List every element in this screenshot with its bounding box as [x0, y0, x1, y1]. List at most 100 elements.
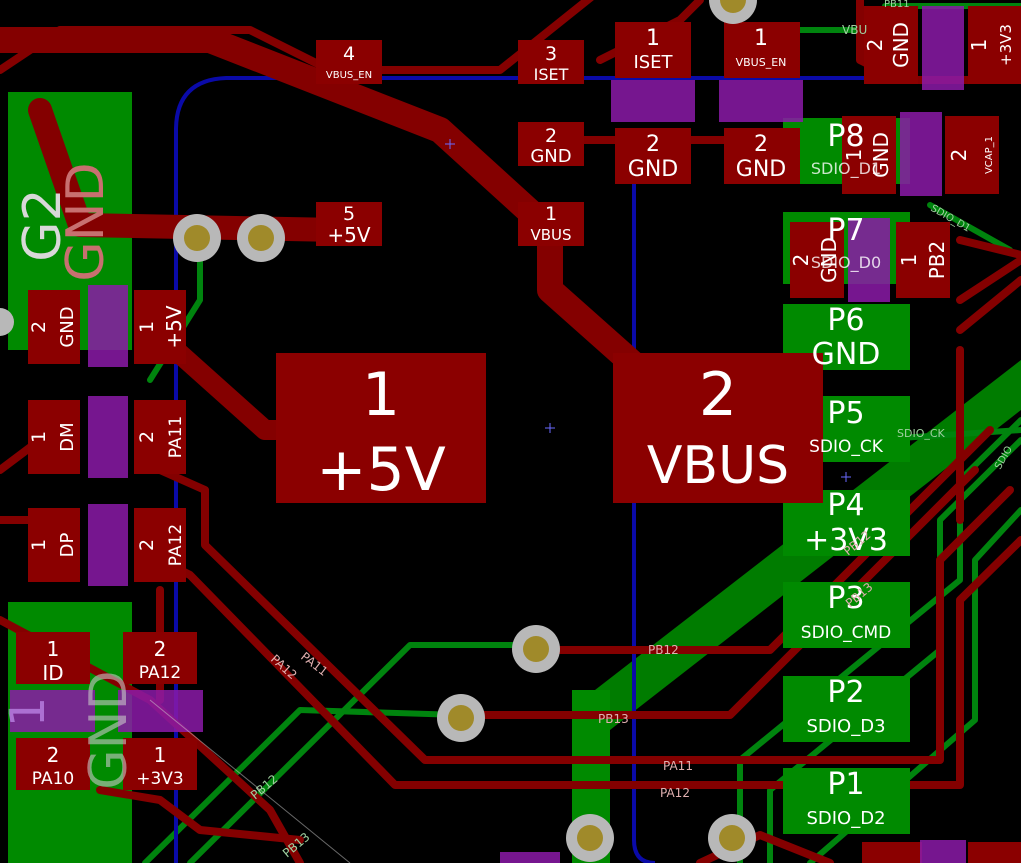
pad-big-vbus[interactable] [613, 353, 823, 503]
pad-num: 1 [28, 539, 50, 551]
connector-label-g2: G2 [13, 188, 73, 261]
overlay-bottom-2 [118, 690, 203, 732]
back-track-sdio-d1 [927, 202, 1013, 253]
sd-pad-p2[interactable] [783, 676, 910, 742]
pad-gnd-b[interactable] [615, 128, 691, 184]
pad-vcap-gnd[interactable] [842, 116, 896, 194]
track-pb12 [526, 426, 994, 654]
via[interactable] [709, 0, 757, 24]
pad-pb2[interactable] [896, 222, 950, 298]
track-label: SDIO_CK [897, 427, 946, 440]
sd-pad-net: SDIO_D0 [811, 253, 881, 273]
pad-vcap[interactable] [945, 116, 999, 194]
pad-gnd-c[interactable] [724, 128, 800, 184]
sd-pad-net: +3V3 [804, 523, 888, 558]
pad-plus5v-small[interactable] [316, 202, 382, 246]
sd-pad-num: P8 [827, 119, 864, 154]
pad-top-gnd[interactable] [864, 6, 918, 84]
via[interactable] [0, 308, 14, 336]
pad-iset[interactable] [518, 40, 584, 84]
pad-big-5v[interactable] [276, 353, 486, 503]
track-3v3-bottom [96, 786, 304, 844]
pad-vbus-en-1[interactable] [724, 22, 800, 78]
sd-pad-net: GND [812, 337, 881, 372]
pad-iset-1[interactable] [615, 22, 691, 78]
pad-net: +5V [316, 435, 446, 505]
overlay-iset [611, 80, 695, 122]
sd-pad-net: SDIO_CK [809, 437, 884, 457]
pad-net: GND [869, 132, 893, 178]
pad-net: PA10 [32, 769, 74, 789]
pad-pa10[interactable] [16, 738, 90, 790]
pad-num: 1 [136, 321, 158, 333]
pad-net: DM [57, 422, 78, 451]
anchor-markers [445, 139, 851, 482]
pad-gnd-a[interactable] [518, 122, 584, 166]
pad-net: PA12 [166, 524, 186, 566]
pad-left-dm[interactable] [28, 400, 80, 474]
pad-left-dp[interactable] [28, 508, 80, 582]
track-label: PA11 [663, 759, 693, 773]
pad-num: 1 [47, 637, 60, 661]
back-track-pb12 [187, 642, 533, 863]
anchor-cross [445, 139, 455, 149]
back-track-pb13 [142, 707, 463, 863]
pad-num: 2 [754, 132, 768, 157]
pad-left-pa11[interactable] [134, 400, 186, 474]
pad-id[interactable] [16, 632, 90, 684]
track-label: VBU [842, 23, 867, 37]
pad-num: 1 [646, 26, 660, 51]
overlay-vbus-en [719, 80, 803, 122]
pad-vbus-en-small[interactable] [316, 40, 382, 84]
sd-pad-p3[interactable] [783, 582, 910, 648]
pad-num: 1 [154, 743, 167, 767]
pad-top-3v3[interactable] [968, 6, 1021, 84]
pad-net: PB2 [925, 241, 949, 280]
pad-num: 3 [545, 43, 557, 65]
pad-left-pa12[interactable] [134, 508, 186, 582]
dimension-line [149, 699, 351, 863]
overlay-pb2 [848, 218, 890, 302]
pad-net: +5V [162, 305, 186, 348]
sd-pad-num: P7 [827, 213, 864, 248]
pad-3v3-bottom[interactable] [123, 738, 197, 790]
pad-num: 5 [343, 203, 355, 225]
pad-num: 2 [947, 149, 971, 162]
overlay-vcap [900, 112, 942, 196]
edge-outline-left [174, 76, 870, 863]
connector-label-one: 1 [0, 697, 56, 728]
front-pads [16, 6, 1021, 863]
pad-num: 2 [28, 321, 50, 333]
connector-label-gnd-bottom: GND [79, 670, 139, 789]
pad-num: 2 [47, 743, 60, 767]
pad-left-gnd[interactable] [28, 290, 80, 364]
pad-net: VBUS_EN [326, 70, 372, 81]
sd-pad-labels: P8 SDIO_D1 P7 SDIO_D0 P6 GND P5 SDIO_CK … [801, 119, 891, 829]
courtyard-overlays [10, 6, 966, 863]
sd-pad-num: P6 [827, 303, 864, 338]
pad-pa12-bottom[interactable] [123, 632, 197, 684]
pad-pb2-gnd[interactable] [790, 222, 844, 298]
overlay-bottom-1 [10, 690, 95, 732]
back-track-a [737, 417, 1021, 863]
via[interactable] [173, 214, 221, 262]
via[interactable] [237, 214, 285, 262]
pad-vbus-small[interactable] [518, 202, 584, 246]
via[interactable] [708, 814, 756, 862]
via[interactable] [437, 694, 485, 742]
anchor-cross [841, 472, 851, 482]
pad-num: 2 [545, 125, 557, 147]
overlay-bottom-right [920, 840, 966, 863]
pad-left-5v[interactable] [134, 290, 186, 364]
sd-pad-net: SDIO_CMD [801, 623, 891, 643]
via[interactable] [512, 625, 560, 673]
sd-pad-p1[interactable] [783, 768, 910, 834]
anchor-cross [545, 423, 555, 433]
pad-num: 2 [136, 431, 158, 443]
pad-bottom-right-2 [968, 842, 1021, 863]
sd-pad-net: SDIO_D2 [806, 808, 885, 829]
via[interactable] [566, 814, 614, 862]
pad-net: ISET [534, 65, 569, 84]
pad-num: 2 [699, 360, 737, 430]
